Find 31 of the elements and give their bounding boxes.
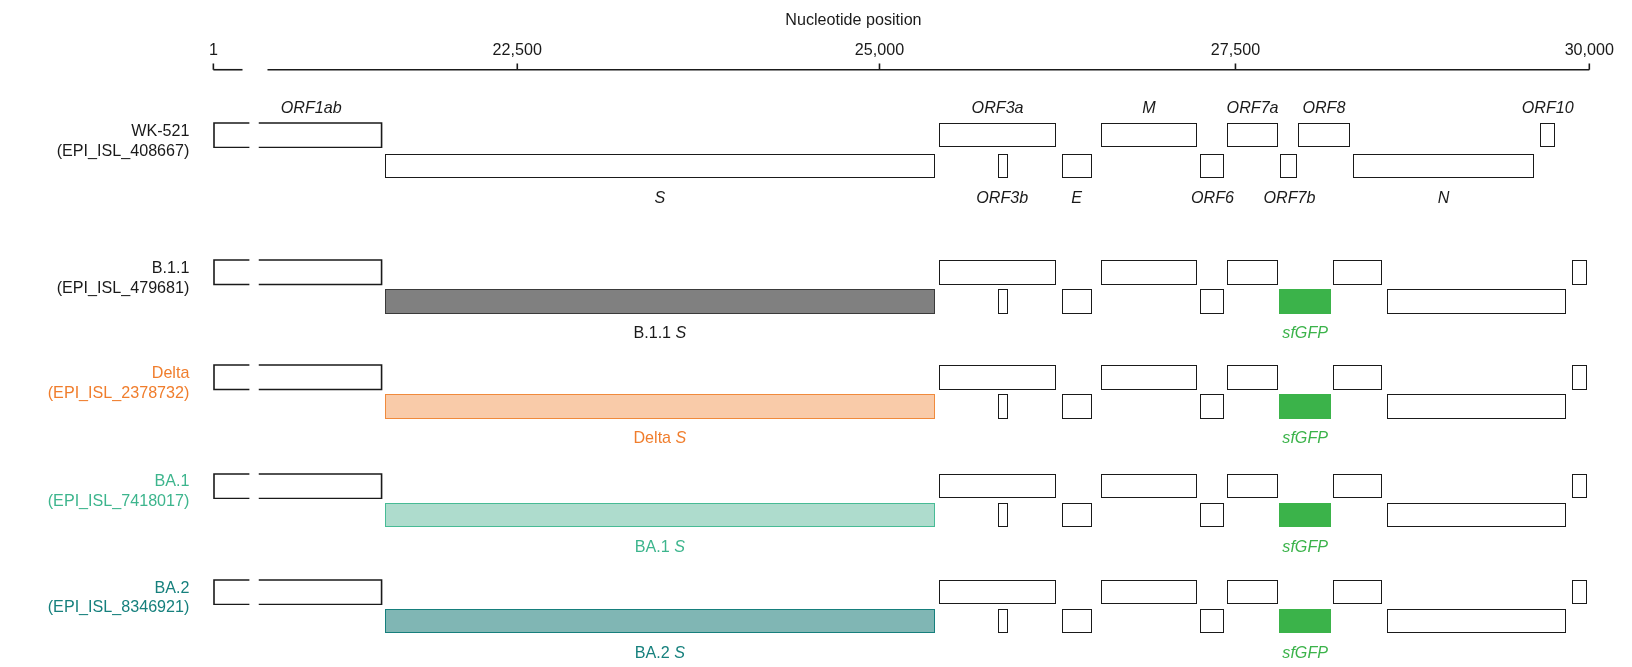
gene-label: ORF3b [976, 187, 1029, 207]
tick-label: 30,000 [1564, 39, 1614, 60]
strain-label: WK-521 (EPI_ISL_408667) [55, 120, 190, 161]
gene-label: M [1142, 97, 1156, 117]
reporter-gene-label: sfGFP [1282, 323, 1328, 343]
gene-label: ORF7a [1226, 97, 1279, 117]
gene-label: N [1437, 187, 1450, 207]
axis-title: Nucleotide position [785, 10, 922, 31]
tick-label: 25,000 [854, 39, 905, 60]
gene-label: E [1071, 187, 1083, 207]
strain-label: B.1.1 (EPI_ISL_479681) [55, 258, 190, 298]
spike-gene-label: BA.1 S [634, 536, 685, 556]
gene-label: ORF1ab [280, 97, 342, 117]
tick-label: 27,500 [1210, 39, 1261, 60]
spike-gene-label: Delta S [633, 428, 687, 448]
tick-label: 22,500 [492, 39, 542, 60]
reporter-gene-label: sfGFP [1282, 536, 1328, 556]
gene-label: ORF8 [1302, 97, 1346, 117]
strain-label: BA.2 (EPI_ISL_8346921) [46, 577, 190, 618]
gene-label: S [654, 187, 666, 207]
reporter-gene-label: sfGFP [1282, 428, 1328, 448]
tick-label: 1 [208, 39, 218, 60]
reporter-gene-label: sfGFP [1282, 642, 1328, 662]
gene-label: ORF3a [971, 97, 1024, 117]
gene-label: ORF7b [1263, 187, 1316, 207]
strain-label: Delta (EPI_ISL_2378732) [46, 363, 190, 403]
gene-label: ORF10 [1521, 97, 1574, 117]
strain-label: BA.1 (EPI_ISL_7418017) [46, 471, 190, 512]
gene-label: ORF6 [1191, 187, 1235, 207]
spike-gene-label: B.1.1 S [633, 323, 687, 343]
spike-gene-label: BA.2 S [634, 642, 685, 662]
